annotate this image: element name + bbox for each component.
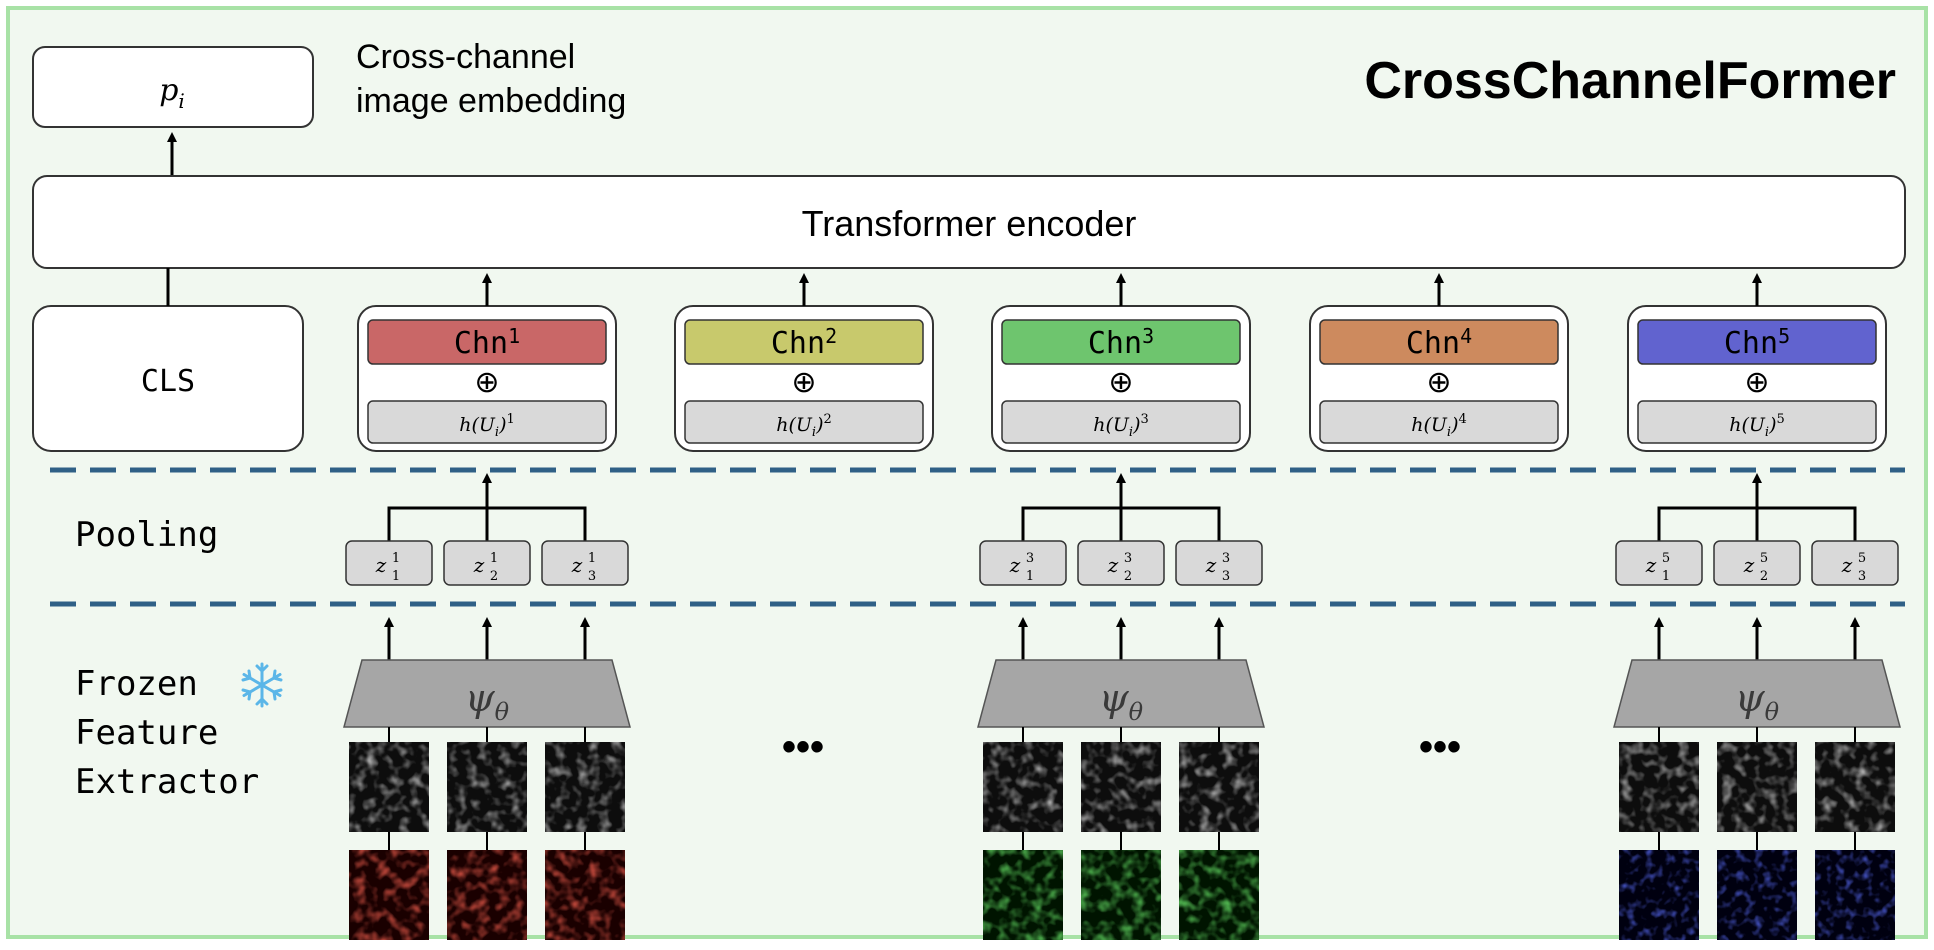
pooled-feature-label: h(Ui)2 xyxy=(776,412,832,440)
pooled-feature-bar xyxy=(367,400,607,444)
feature-token xyxy=(979,540,1067,586)
channel-embedding-bar xyxy=(684,319,924,365)
channel-embedding-label: Chn3 xyxy=(1088,324,1154,361)
channel-image-colored-texture xyxy=(447,850,527,940)
channel-image-grayscale-texture xyxy=(545,742,625,832)
channel-embedding-bar xyxy=(367,319,607,365)
channel-image-colored-texture xyxy=(1717,850,1797,940)
feature-token xyxy=(1713,540,1801,586)
feature-extractor-symbol: ψθ xyxy=(465,676,510,726)
channel-image-colored-texture xyxy=(1179,850,1259,940)
feature-token xyxy=(1175,540,1263,586)
channel-image-grayscale-texture xyxy=(349,742,429,832)
output-caption-line1: Cross-channel xyxy=(356,38,575,76)
channel-image-grayscale-texture xyxy=(1081,742,1161,832)
channel-token-1: Chn1 ⊕ h(Ui)1 xyxy=(357,273,617,452)
pooled-feature-bar xyxy=(1319,400,1559,444)
channel-image-colored-texture xyxy=(349,850,429,940)
plus-symbol: ⊕ xyxy=(474,366,499,399)
plus-symbol: ⊕ xyxy=(1108,366,1133,399)
channel-image-grayscale-texture xyxy=(1815,742,1895,832)
cls-token-label: CLS xyxy=(141,364,195,399)
output-label: pi xyxy=(159,73,185,113)
transformer-encoder-box xyxy=(32,175,1906,269)
transformer-encoder-label: Transformer encoder xyxy=(802,203,1137,244)
pooled-feature-label: h(Ui)1 xyxy=(459,412,515,440)
extractor-label-line1: Frozen xyxy=(75,664,198,704)
channel-image-grayscale-texture xyxy=(1619,742,1699,832)
channel-embedding-bar xyxy=(1319,319,1559,365)
pooled-feature-bar xyxy=(1001,400,1241,444)
channel-image-grayscale-texture xyxy=(983,742,1063,832)
feature-extractor xyxy=(977,659,1265,728)
feature-extractor-symbol: ψθ xyxy=(1099,676,1144,726)
plus-symbol: ⊕ xyxy=(791,366,816,399)
pooled-feature-bar xyxy=(1637,400,1877,444)
channel-image-colored-texture xyxy=(1815,850,1895,940)
plus-symbol: ⊕ xyxy=(1744,366,1769,399)
channel-embedding-bar xyxy=(1637,319,1877,365)
channel-token-3: Chn3 ⊕ h(Ui)3 xyxy=(991,273,1251,452)
feature-extractor xyxy=(343,659,631,728)
plus-symbol: ⊕ xyxy=(1426,366,1451,399)
channel-image-colored-texture xyxy=(1081,850,1161,940)
channel-embedding-label: Chn4 xyxy=(1406,324,1472,361)
feature-token xyxy=(345,540,433,586)
feature-token xyxy=(1077,540,1165,586)
snowflake-icon xyxy=(241,662,283,708)
feature-extractor-symbol: ψθ xyxy=(1735,676,1780,726)
feature-token xyxy=(1615,540,1703,586)
channel-token-5: Chn5 ⊕ h(Ui)5 xyxy=(1627,273,1887,452)
channel-image-grayscale-texture xyxy=(1717,742,1797,832)
channel-embedding-label: Chn1 xyxy=(454,324,520,361)
pooled-feature-label: h(Ui)3 xyxy=(1093,412,1149,440)
channel-image-colored-texture xyxy=(983,850,1063,940)
output-caption-line2: image embedding xyxy=(356,82,626,120)
channel-token-groups: Chn1 ⊕ h(Ui)1 Chn2 ⊕ h(Ui)2 Chn3 ⊕ h(Ui)3 Chn4 ⊕ h(… xyxy=(357,273,1887,452)
extractor-label-line3: Extractor xyxy=(75,762,259,802)
extractor-label-line2: Feature xyxy=(75,713,218,753)
diagram-frame xyxy=(6,6,1928,939)
feature-token xyxy=(1811,540,1899,586)
feature-token xyxy=(443,540,531,586)
channel-token-4: Chn4 ⊕ h(Ui)4 xyxy=(1309,273,1569,452)
channel-image-grayscale-texture xyxy=(1179,742,1259,832)
channel-image-colored-texture xyxy=(1619,850,1699,940)
diagram-title: CrossChannelFormer xyxy=(1364,52,1896,110)
pooled-feature-label: h(Ui)5 xyxy=(1729,412,1785,440)
channel-image-grayscale-texture xyxy=(447,742,527,832)
ellipsis-2: ••• xyxy=(1419,725,1461,769)
pooled-feature-label: h(Ui)4 xyxy=(1411,412,1467,440)
feature-extractor xyxy=(1613,659,1901,728)
pooled-feature-bar xyxy=(684,400,924,444)
channel-image-colored-texture xyxy=(545,850,625,940)
channel-token-2: Chn2 ⊕ h(Ui)2 xyxy=(674,273,934,452)
channel-embedding-label: Chn2 xyxy=(771,324,837,361)
ellipsis-1: ••• xyxy=(782,725,824,769)
pooling-label: Pooling xyxy=(75,515,218,555)
feature-token xyxy=(541,540,629,586)
output-embedding-box xyxy=(32,46,314,128)
channel-embedding-label: Chn5 xyxy=(1724,324,1790,361)
channel-embedding-bar xyxy=(1001,319,1241,365)
